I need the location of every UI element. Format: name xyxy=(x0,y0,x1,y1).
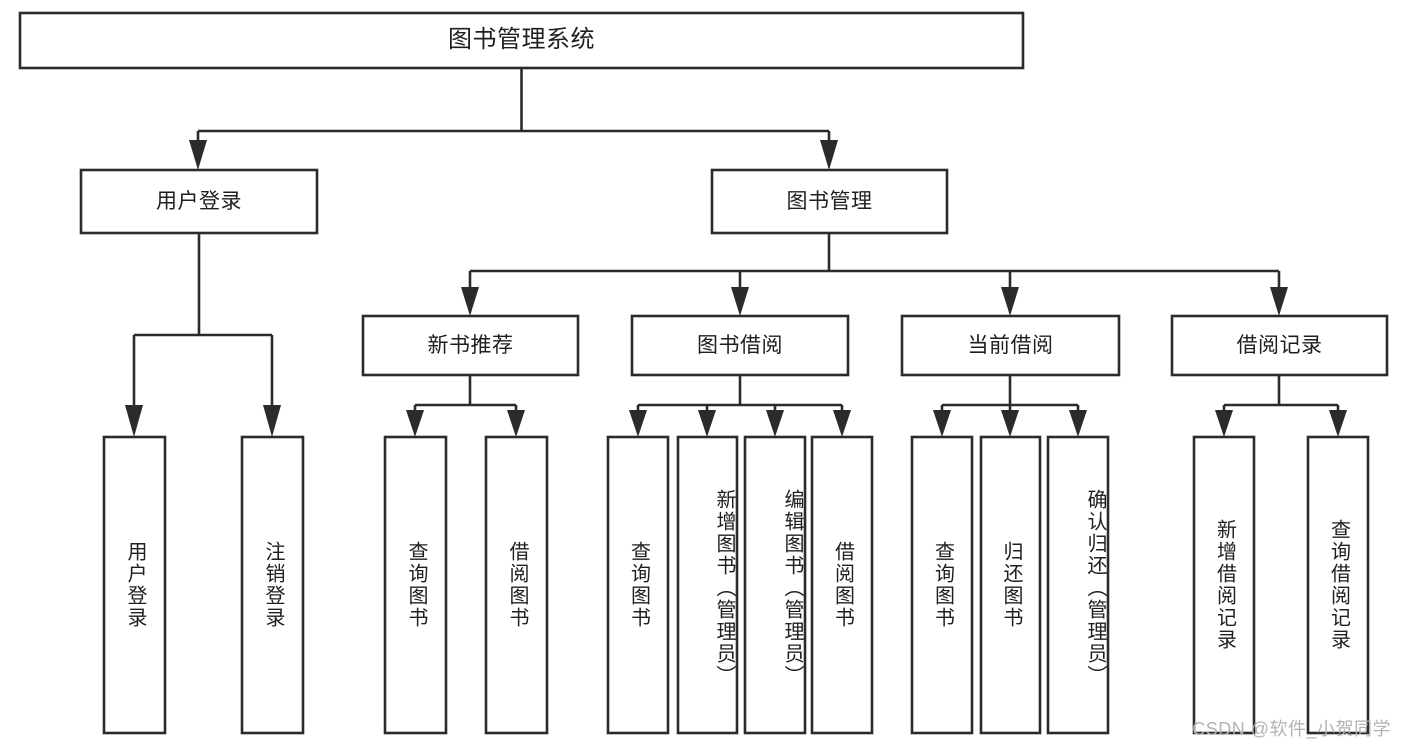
arrow-to-book-mgmt xyxy=(820,140,838,170)
node-box-leaf-logout[interactable] xyxy=(240,435,305,735)
arrow-to-borrow-record xyxy=(1270,287,1288,316)
node-box-book-borrow[interactable] xyxy=(630,314,850,377)
arrow-to-leaf-edit-book xyxy=(766,410,784,437)
node-box-leaf-return-book[interactable] xyxy=(979,435,1042,735)
node-box-current-borrow[interactable] xyxy=(900,314,1121,377)
arrow-to-leaf-borrow-book-a xyxy=(507,410,525,437)
arrow-to-new-book-rec xyxy=(461,287,479,316)
node-box-root[interactable] xyxy=(18,11,1025,70)
arrow-to-leaf-query-record xyxy=(1329,410,1347,437)
watermark-text: CSDN @软件_小贺同学 xyxy=(1192,719,1391,739)
node-box-leaf-query-book-a[interactable] xyxy=(383,435,448,735)
node-box-leaf-confirm-return[interactable] xyxy=(1046,435,1110,735)
arrow-to-leaf-logout xyxy=(263,405,281,437)
node-box-book-mgmt[interactable] xyxy=(710,168,949,235)
node-box-leaf-user-login[interactable] xyxy=(102,435,167,735)
arrow-to-leaf-add-book xyxy=(698,410,716,437)
node-box-leaf-add-record[interactable] xyxy=(1192,435,1256,735)
node-box-user-login[interactable] xyxy=(79,168,319,235)
node-box-leaf-borrow-book-a[interactable] xyxy=(484,435,549,735)
arrow-to-leaf-confirm-return xyxy=(1069,410,1087,437)
node-box-leaf-borrow-book-b[interactable] xyxy=(810,435,874,735)
arrow-to-leaf-borrow-book-b xyxy=(833,410,851,437)
arrow-to-current-borrow xyxy=(1001,287,1019,316)
arrow-to-leaf-user-login xyxy=(125,405,143,437)
node-box-borrow-record[interactable] xyxy=(1170,314,1389,377)
arrow-to-leaf-add-record xyxy=(1215,410,1233,437)
node-box-leaf-edit-book[interactable] xyxy=(743,435,807,735)
arrow-to-book-borrow xyxy=(731,287,749,316)
node-box-leaf-query-book-b[interactable] xyxy=(606,435,670,735)
node-box-leaf-query-book-c[interactable] xyxy=(910,435,974,735)
node-box-leaf-add-book[interactable] xyxy=(676,435,739,735)
arrow-to-user-login xyxy=(189,140,207,170)
arrow-to-leaf-query-book-b xyxy=(629,410,647,437)
arrow-to-leaf-return-book xyxy=(1001,410,1019,437)
node-box-leaf-query-record[interactable] xyxy=(1306,435,1370,735)
arrow-to-leaf-query-book-c xyxy=(933,410,951,437)
arrow-to-leaf-query-book-a xyxy=(406,410,424,437)
node-box-new-book-rec[interactable] xyxy=(361,314,580,377)
